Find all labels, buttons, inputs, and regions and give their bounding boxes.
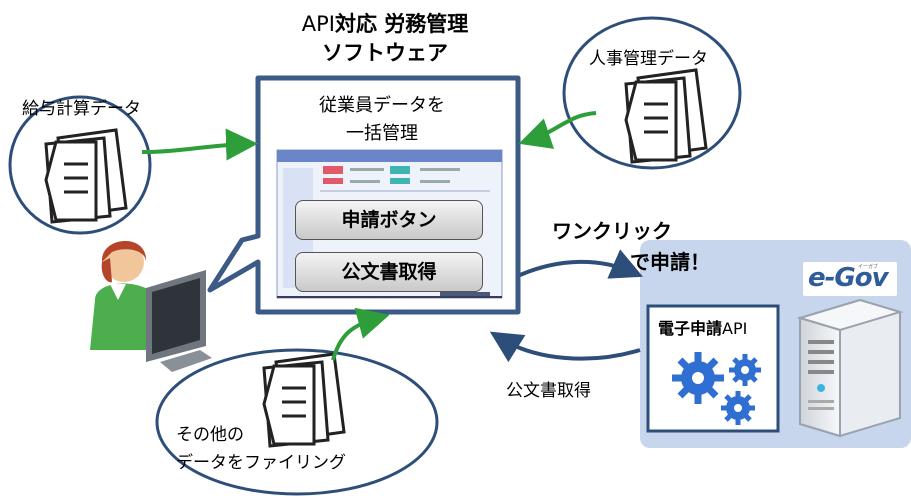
hr-label: 人事管理データ xyxy=(589,49,708,69)
api-label-suffix: API xyxy=(722,319,748,338)
other-label-line2: データをファイリング xyxy=(176,453,346,473)
api-label: 電子申請API xyxy=(658,315,747,339)
apply-arrow xyxy=(519,249,643,279)
server-icon xyxy=(796,298,904,438)
egov-logo-sub: イーガブ xyxy=(858,264,879,270)
payroll-arrow xyxy=(141,128,258,161)
title-bold: 対応 労務管理 xyxy=(334,12,469,36)
other-arrow xyxy=(331,307,390,361)
docs-button[interactable]: 公文書取得 xyxy=(295,252,483,292)
document-stack-icon xyxy=(44,128,128,224)
gears-icon xyxy=(672,352,761,425)
document-stack-icon xyxy=(262,352,346,448)
other-label-line1: その他の xyxy=(176,425,244,445)
document-stack-icon xyxy=(624,68,708,164)
return-arrow xyxy=(489,331,641,363)
egov-logo-box xyxy=(803,262,897,296)
one-click-line2: で申請！ xyxy=(630,250,710,274)
return-label: 公文書取得 xyxy=(506,381,591,401)
person-icon xyxy=(90,240,162,350)
payroll-label: 給与計算データ xyxy=(22,99,141,119)
panel-title-line1: 従業員データを xyxy=(319,95,445,116)
apply-button[interactable]: 申請ボタン xyxy=(295,200,483,240)
hr-arrow xyxy=(518,111,597,149)
title-line2: ソフトウェア xyxy=(322,41,448,65)
one-click-line1: ワンクリック xyxy=(552,219,672,243)
api-label-bold: 電子申請 xyxy=(658,319,723,338)
panel-title: 従業員データを 一括管理 xyxy=(262,92,502,148)
one-click-label: ワンクリック で申請！ xyxy=(552,216,710,278)
api-box xyxy=(646,304,780,433)
panel-title-line2: 一括管理 xyxy=(346,123,418,144)
title-api: API xyxy=(301,12,335,36)
page-title: API対応 労務管理 ソフトウェア xyxy=(245,10,525,68)
monitor-icon xyxy=(146,270,212,372)
egov-logo: e-Gov xyxy=(808,263,889,293)
